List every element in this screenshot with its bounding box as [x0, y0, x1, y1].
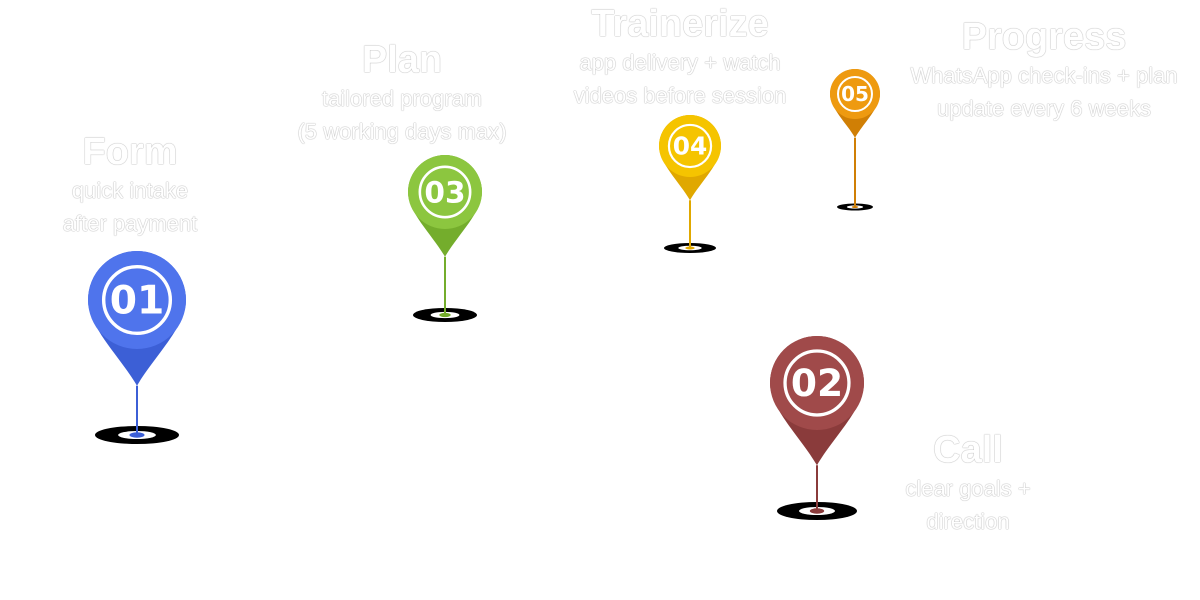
step-label-trainerize: Trainerize app delivery + watch videos b…	[574, 2, 787, 112]
step-desc-line: videos before session	[573, 83, 787, 108]
pin-04: 04	[659, 115, 721, 253]
step-desc-line: app delivery + watch	[579, 50, 781, 75]
step-desc-line: clear goals +	[905, 476, 1031, 501]
step-label-plan: Plan tailored program (5 working days ma…	[297, 38, 506, 148]
pin-number: 02	[791, 361, 843, 405]
step-desc-line: direction	[926, 509, 1010, 534]
step-title: Form	[82, 131, 178, 173]
step-desc-line: update every 6 weeks	[936, 96, 1152, 121]
pin-number: 01	[110, 279, 165, 324]
pin-05: 05	[830, 69, 880, 211]
step-desc-line: after payment	[62, 211, 198, 236]
pin-03: 03	[408, 155, 482, 322]
step-label-call: Call clear goals + direction	[905, 428, 1030, 538]
step-title: Plan	[361, 39, 443, 81]
pin-ring	[667, 123, 713, 169]
pin-number: 04	[673, 132, 708, 161]
step-desc-line: WhatsApp check-ins + plan	[910, 63, 1178, 88]
pin-number: 05	[841, 82, 869, 106]
pin-02: 02	[770, 336, 864, 520]
step-title: Trainerize	[591, 3, 769, 45]
pin-number: 03	[424, 175, 465, 209]
step-desc-line: quick intake	[71, 178, 189, 203]
step-desc-line: tailored program	[321, 86, 483, 111]
step-desc-line: (5 working days max)	[297, 119, 507, 144]
step-label-form: Form quick intake after payment	[63, 130, 198, 240]
pin-ring	[101, 264, 173, 336]
pin-ring	[783, 349, 851, 417]
pin-ring	[418, 165, 472, 219]
step-label-progress: Progress WhatsApp check-ins + plan updat…	[910, 15, 1177, 125]
step-title: Call	[933, 429, 1003, 471]
pin-ring	[837, 76, 873, 112]
step-title: Progress	[961, 16, 1127, 58]
pin-01: 01	[88, 250, 186, 444]
